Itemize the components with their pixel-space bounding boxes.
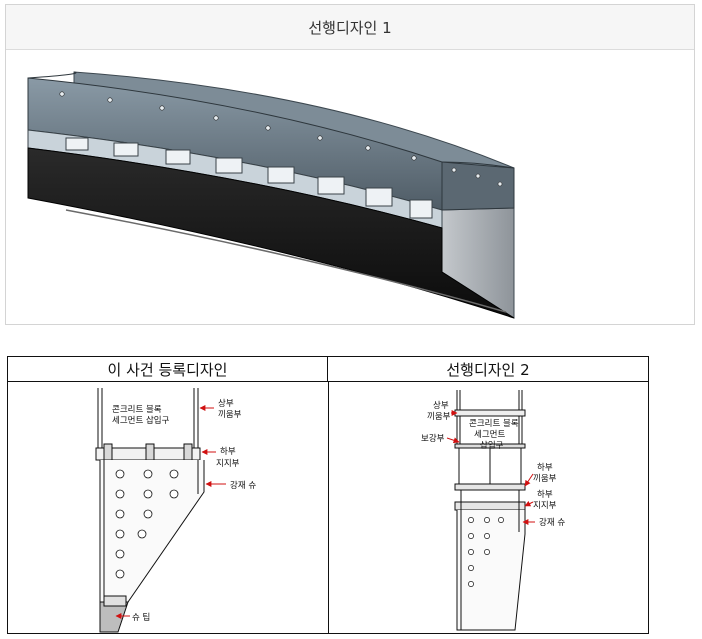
prior-design-2-drawing: 콘크리트 블록 세그먼트 삽입구 상부 끼움부 보강부 하부 끼움부 하부 지지… <box>421 390 565 631</box>
label-shoe-tip: 슈 팁 <box>132 612 150 623</box>
label-reinforce: 보강부 <box>421 433 445 444</box>
label-lower-1: 하부 <box>220 446 236 457</box>
label-block-slot-2: 세그먼트 삽입구 <box>112 415 170 426</box>
label-lower-fit-2: 끼움부 <box>533 474 557 484</box>
prior-design-1-rendering <box>27 71 515 319</box>
registered-design-header: 이 사건 등록디자인 <box>8 357 328 381</box>
comparison-table-body: 콘크리트 블록 세그먼트 삽입구 상부 끼움부 하부 지지부 강재 슈 슈 팁 <box>8 382 648 633</box>
label-lower-2: 지지부 <box>216 459 240 469</box>
label-lower-fit-1: 하부 <box>537 462 553 473</box>
label-upper-2: 끼움부 <box>218 410 242 420</box>
label-block-slot-3: 삽입구 <box>480 441 504 451</box>
label-steel-shoe: 강재 슈 <box>539 517 565 528</box>
label-block-slot-1: 콘크리트 블록 <box>469 418 519 429</box>
label-steel-shoe: 강재 슈 <box>230 480 256 491</box>
prior-design-1-panel: 선행디자인 1 <box>5 4 695 325</box>
label-block-slot-1: 콘크리트 블록 <box>112 404 162 415</box>
registered-design-drawing: 콘크리트 블록 세그먼트 삽입구 상부 끼움부 하부 지지부 강재 슈 슈 팁 <box>95 388 256 633</box>
column-divider <box>328 382 329 633</box>
comparison-table: 이 사건 등록디자인 선행디자인 2 <box>7 356 649 634</box>
label-block-slot-2: 세그먼트 <box>474 429 505 440</box>
label-upper-2: 끼움부 <box>427 412 451 422</box>
prior-design-1-title: 선행디자인 1 <box>6 5 694 50</box>
label-lower-support-2: 지지부 <box>533 501 557 511</box>
label-upper-1: 상부 <box>433 400 449 411</box>
label-upper-1: 상부 <box>218 398 234 409</box>
comparison-table-header: 이 사건 등록디자인 선행디자인 2 <box>8 357 648 382</box>
label-lower-support-1: 하부 <box>537 489 553 500</box>
prior-design-2-header: 선행디자인 2 <box>446 360 530 379</box>
bottom-shoe <box>27 147 515 319</box>
